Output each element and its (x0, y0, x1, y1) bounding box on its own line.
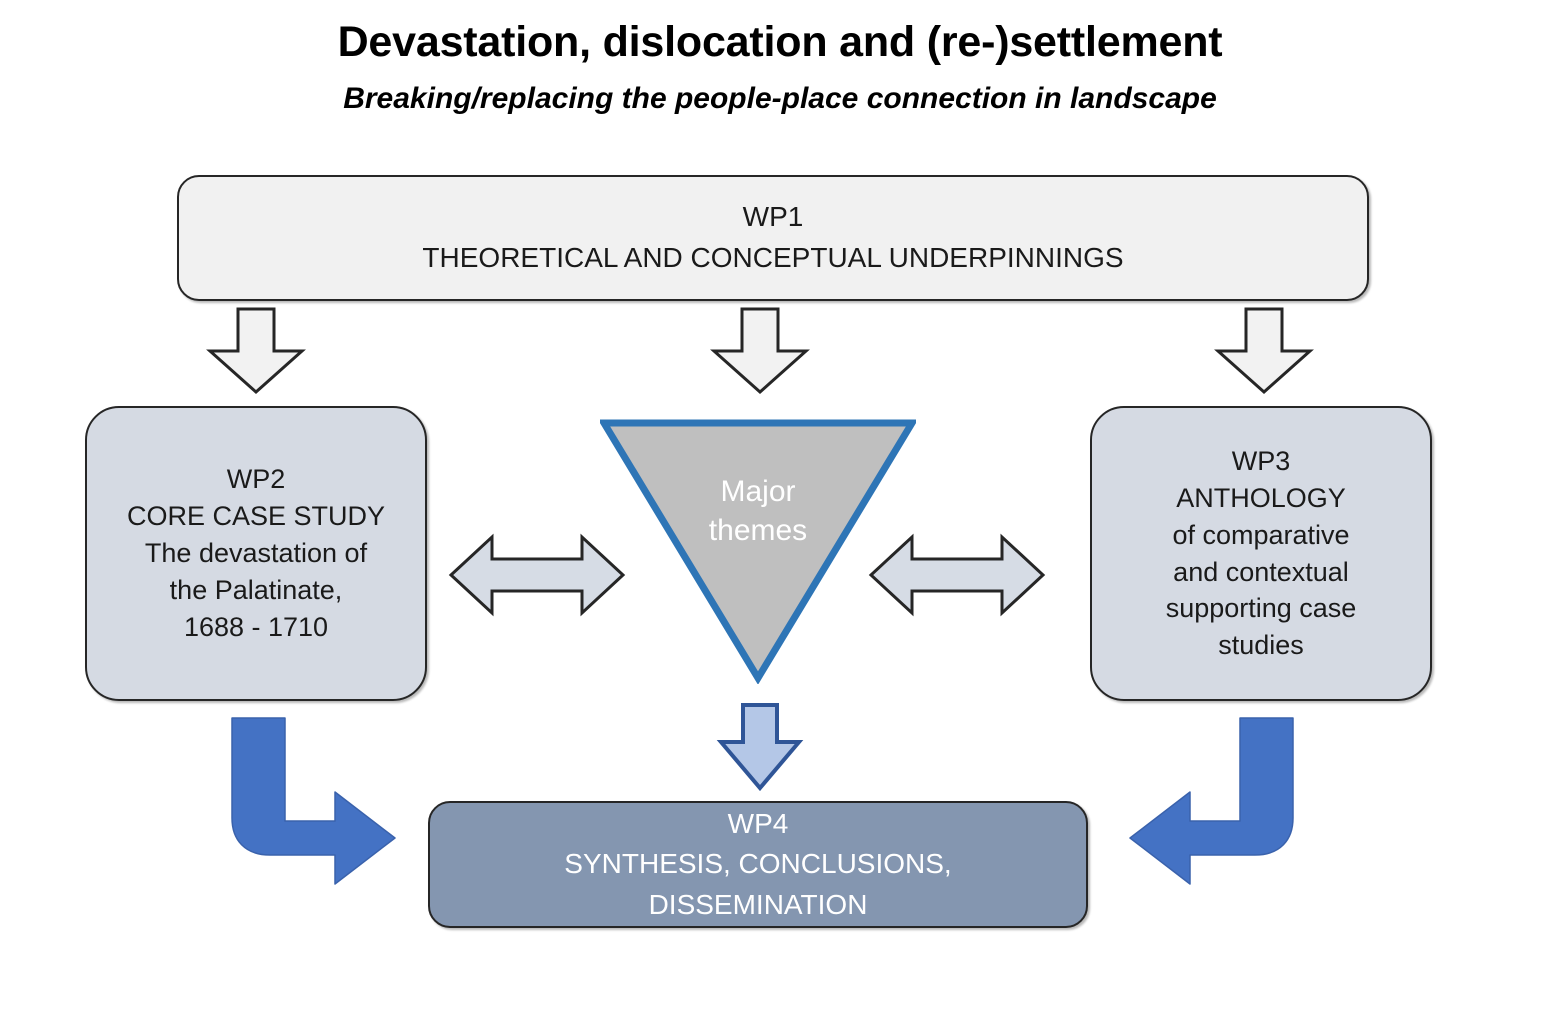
wp3-label-line-4: and contextual (1173, 556, 1349, 587)
hub-to-wp4-arrow (716, 702, 804, 792)
arrow-down-icon (206, 307, 306, 395)
arrow-elbow-down-right-icon (231, 717, 396, 885)
wp3-label-line-5: supporting case (1165, 593, 1357, 624)
arrow-left-right-icon (868, 533, 1046, 617)
wp3-node[interactable]: WP3 ANTHOLOGY of comparative and context… (1090, 406, 1432, 701)
inverted-triangle-shape (600, 419, 916, 684)
wp2-label-line-5: 1688 - 1710 (183, 611, 329, 642)
wp4-node[interactable]: WP4 SYNTHESIS, CONCLUSIONS, DISSEMINATIO… (428, 801, 1088, 928)
wp2-to-wp4-arrow (225, 717, 400, 893)
arrow-down-icon (716, 703, 804, 792)
page-title: Devastation, dislocation and (re-)settle… (337, 18, 1223, 66)
wp1-to-wp2-arrow (196, 307, 316, 395)
wp2-label-line-1: WP2 (226, 464, 286, 495)
wp3-label-line-6: studies (1218, 630, 1304, 661)
wp4-label-line-2: SYNTHESIS, CONCLUSIONS, (564, 848, 952, 880)
arrow-left-right-icon (448, 533, 626, 617)
arrow-down-icon (1214, 307, 1314, 395)
wp1-to-hub-arrow (700, 307, 820, 395)
wp2-label-line-4: the Palatinate, (169, 574, 343, 605)
wp2-label-line-3: The devastation of (144, 538, 368, 568)
wp4-label-line-1: WP4 (727, 807, 789, 839)
wp4-label-line-3: DISSEMINATION (648, 888, 868, 920)
wp1-to-wp3-arrow (1204, 307, 1324, 395)
wp2-node[interactable]: WP2 CORE CASE STUDY The devastation of t… (85, 406, 427, 701)
page-subtitle: Breaking/replacing the people-place conn… (343, 82, 1217, 115)
wp3-to-wp4-arrow (1125, 717, 1300, 893)
arrow-down-icon (710, 307, 810, 395)
wp1-label-line-1: WP1 (742, 201, 804, 233)
wp2-label-line-2: CORE CASE STUDY (126, 501, 386, 532)
wp3-label-line-2: ANTHOLOGY (1176, 482, 1346, 513)
arrow-elbow-down-left-icon (1129, 717, 1294, 885)
wp1-node[interactable]: WP1 THEORETICAL AND CONCEPTUAL UNDERPINN… (177, 175, 1369, 301)
wp1-label-line-2: THEORETICAL AND CONCEPTUAL UNDERPINNINGS (422, 242, 1124, 273)
wp3-label-line-3: of comparative (1172, 519, 1350, 550)
wp2-hub-double-arrow (448, 529, 626, 621)
wp3-label-line-1: WP3 (1231, 445, 1291, 476)
major-themes-node[interactable] (600, 418, 916, 684)
hub-wp3-double-arrow (868, 529, 1046, 621)
